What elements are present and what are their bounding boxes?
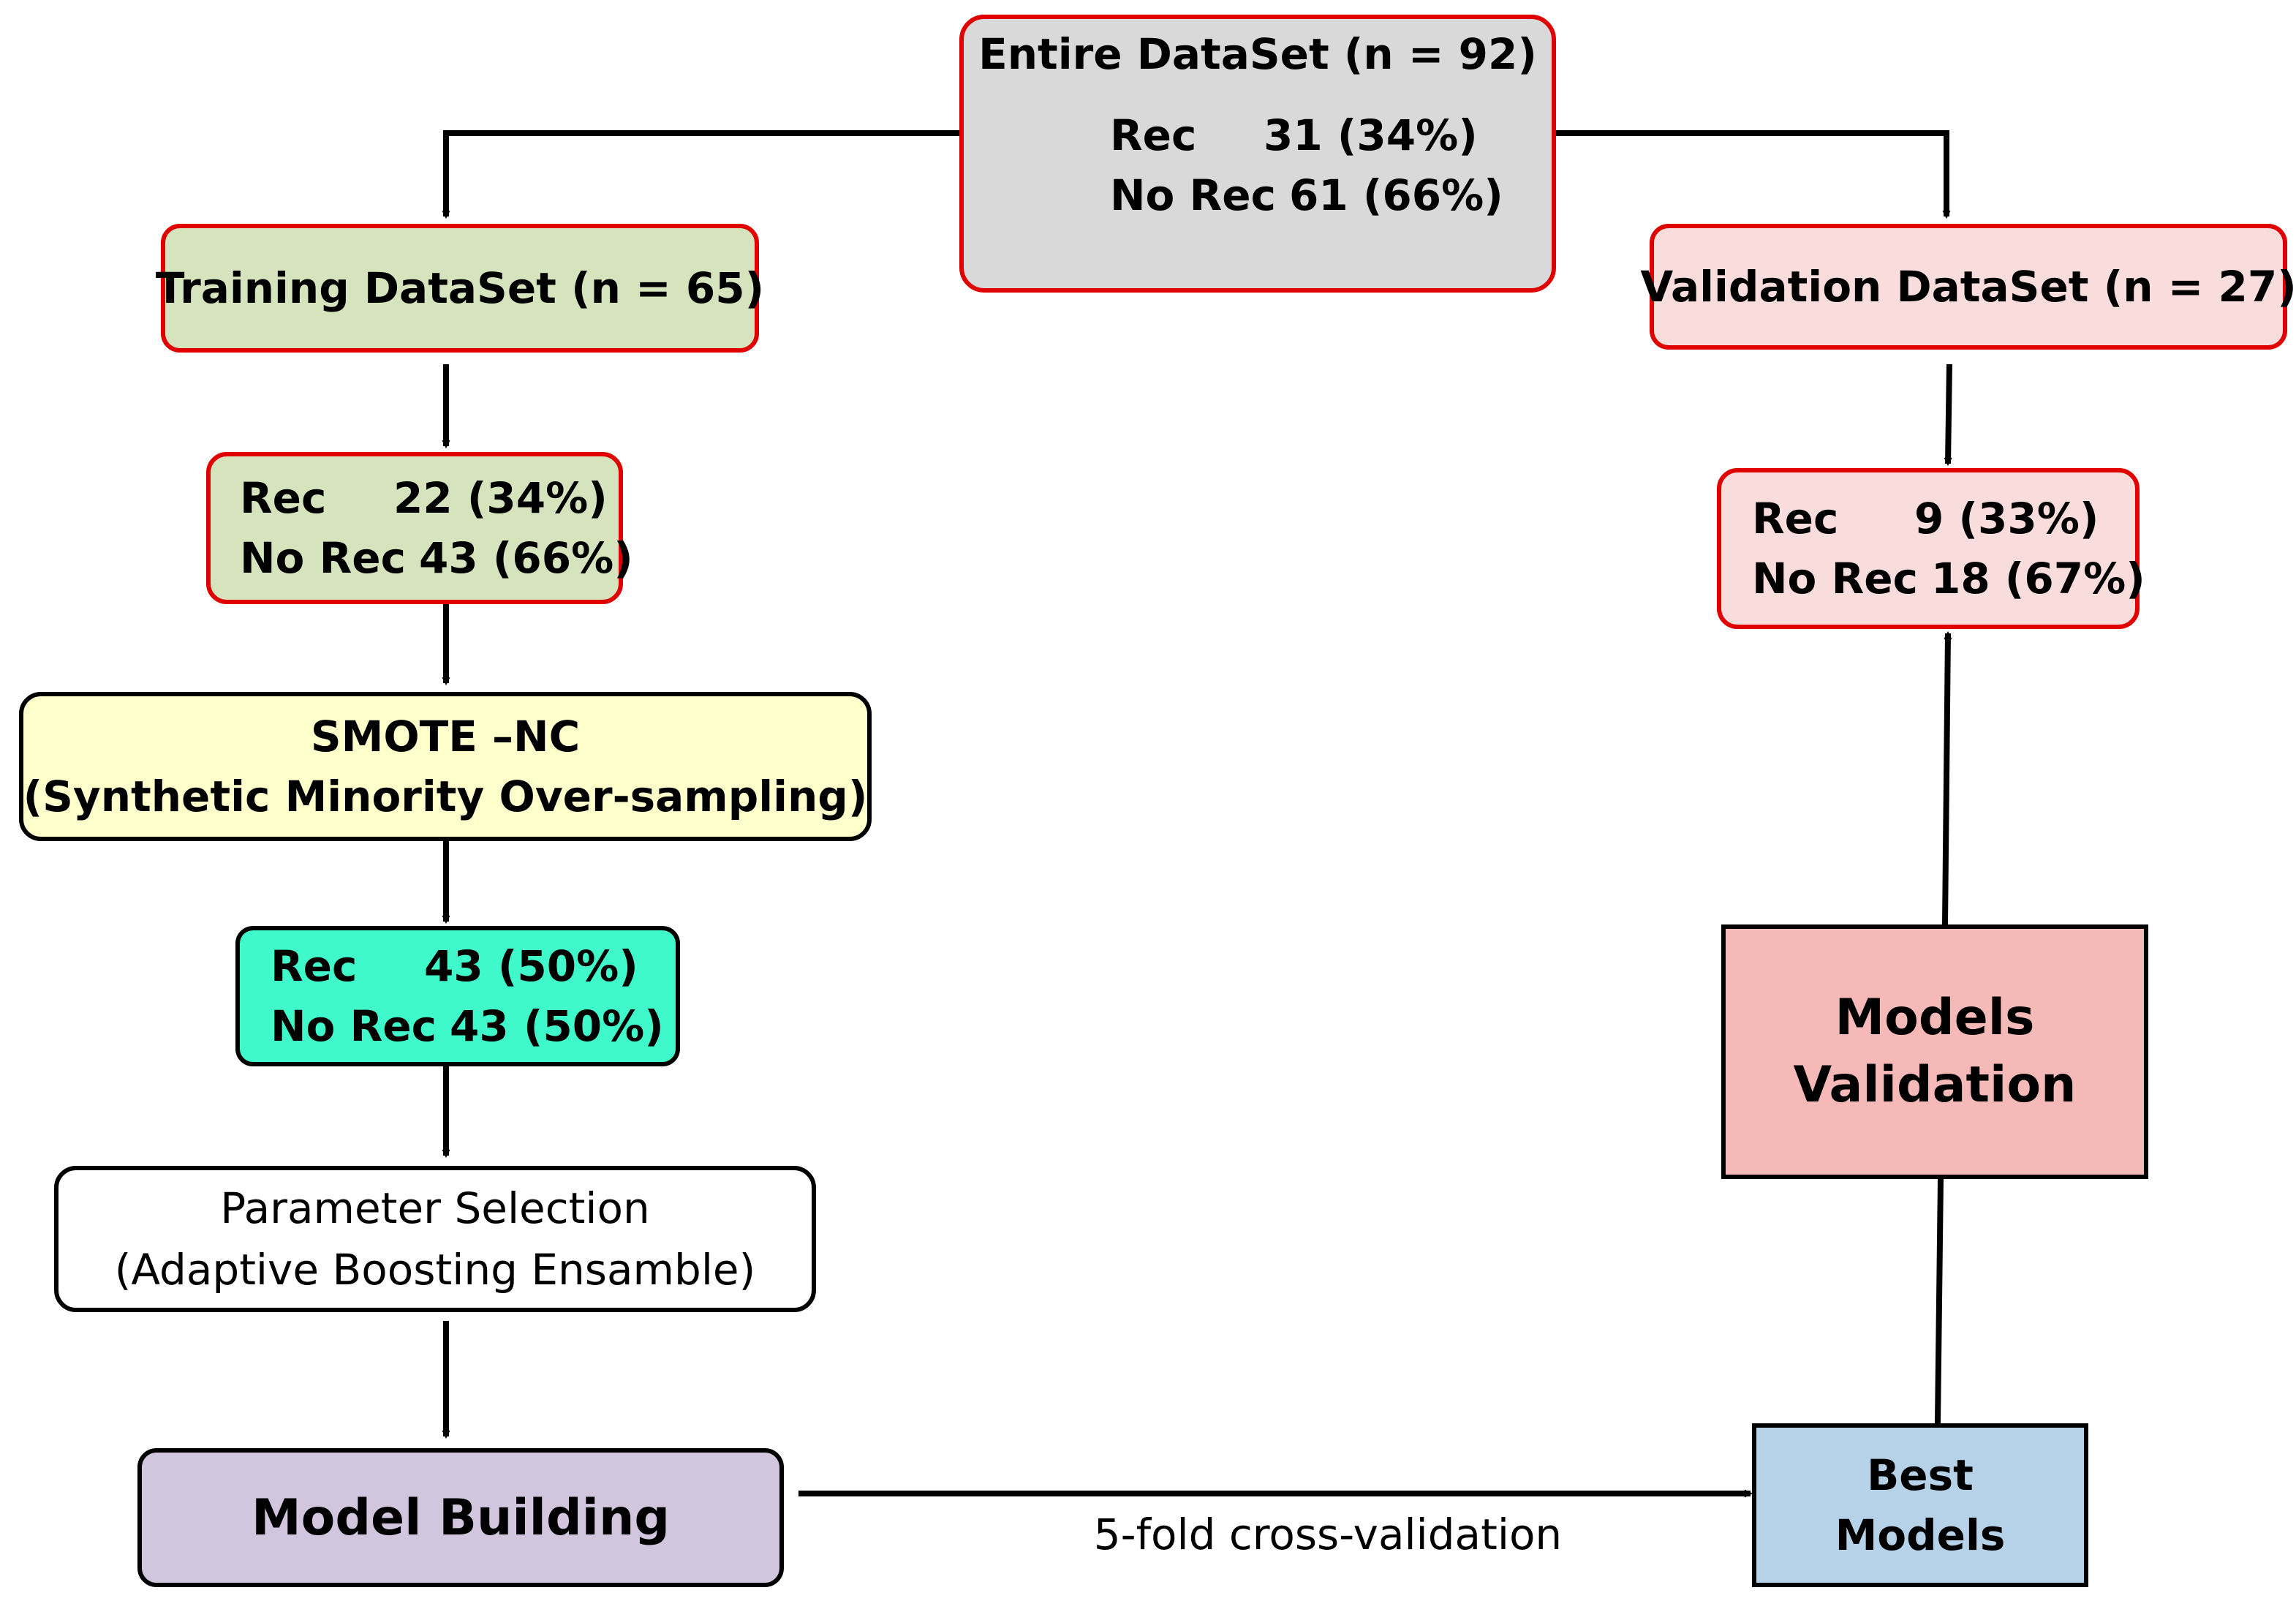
training-rec-label: Rec — [240, 473, 327, 523]
arrow-entire-to-validation — [1556, 130, 1951, 219]
balanced-no-rec-value: 43 (50%) — [449, 1001, 664, 1051]
models-validation-box: Models Validation — [1721, 924, 2148, 1179]
smote-subtitle: (Synthetic Minority Over-sampling) — [23, 772, 868, 821]
validation-no-rec-label: No Rec — [1752, 554, 1918, 603]
entire-no-rec-value: 61 (66%) — [1288, 170, 1503, 220]
training-no-rec-value: 43 (66%) — [418, 533, 633, 583]
smote-title: SMOTE –NC — [310, 712, 581, 761]
validation-dataset-box: Validation DataSet (n = 27) — [1640, 224, 2296, 350]
training-no-rec-label: No Rec — [240, 533, 406, 583]
cross-validation-label: 5-fold cross-validation — [1094, 1510, 1562, 1559]
training-rec-value: 22 (34%) — [393, 473, 608, 523]
training-split-box: Rec 22 (34%) No Rec 43 (66%) — [206, 452, 633, 604]
best-models-line1: Best — [1867, 1450, 1974, 1500]
balanced-split-box: Rec 43 (50%) No Rec 43 (50%) — [235, 926, 680, 1066]
parameter-selection-subtitle: (Adaptive Boosting Ensamble) — [114, 1245, 756, 1295]
line-best-models-to-models-validation — [1935, 1178, 1944, 1424]
entire-no-rec-label: No Rec — [1110, 170, 1276, 220]
validation-no-rec-value: 18 (67%) — [1930, 554, 2145, 603]
arrow-models-validation-to-validation-split — [1942, 630, 1952, 925]
arrow-entire-to-training — [442, 130, 959, 219]
validation-dataset-title: Validation DataSet (n = 27) — [1640, 262, 2296, 312]
smote-box: SMOTE –NC (Synthetic Minority Over-sampl… — [19, 692, 872, 841]
validation-split-box: Rec 9 (33%) No Rec 18 (67%) — [1717, 468, 2145, 629]
best-models-box: Best Models — [1752, 1423, 2088, 1587]
balanced-rec-value: 43 (50%) — [424, 941, 638, 991]
validation-rec-label: Rec — [1752, 494, 1839, 543]
entire-dataset-title: Entire DataSet (n = 92) — [978, 29, 1537, 79]
best-models-line2: Models — [1835, 1510, 2006, 1560]
balanced-rec-label: Rec — [271, 941, 358, 991]
parameter-selection-box: Parameter Selection (Adaptive Boosting E… — [54, 1166, 816, 1312]
models-validation-line1: Models — [1835, 989, 2035, 1047]
entire-dataset-box: Entire DataSet (n = 92) Rec 31 (34%) No … — [959, 15, 1556, 293]
model-building-title: Model Building — [251, 1488, 671, 1547]
models-validation-line2: Validation — [1793, 1056, 2077, 1114]
arrow-validation-to-validation-split — [1944, 364, 1952, 467]
entire-rec-value: 31 (34%) — [1264, 110, 1478, 160]
balanced-no-rec-label: No Rec — [271, 1001, 437, 1051]
validation-rec-value: 9 (33%) — [1914, 494, 2099, 543]
model-building-box: Model Building — [137, 1448, 784, 1587]
training-dataset-box: Training DataSet (n = 65) — [156, 224, 764, 353]
entire-rec-label: Rec — [1110, 110, 1197, 160]
training-dataset-title: Training DataSet (n = 65) — [155, 263, 765, 313]
parameter-selection-title: Parameter Selection — [220, 1183, 650, 1233]
